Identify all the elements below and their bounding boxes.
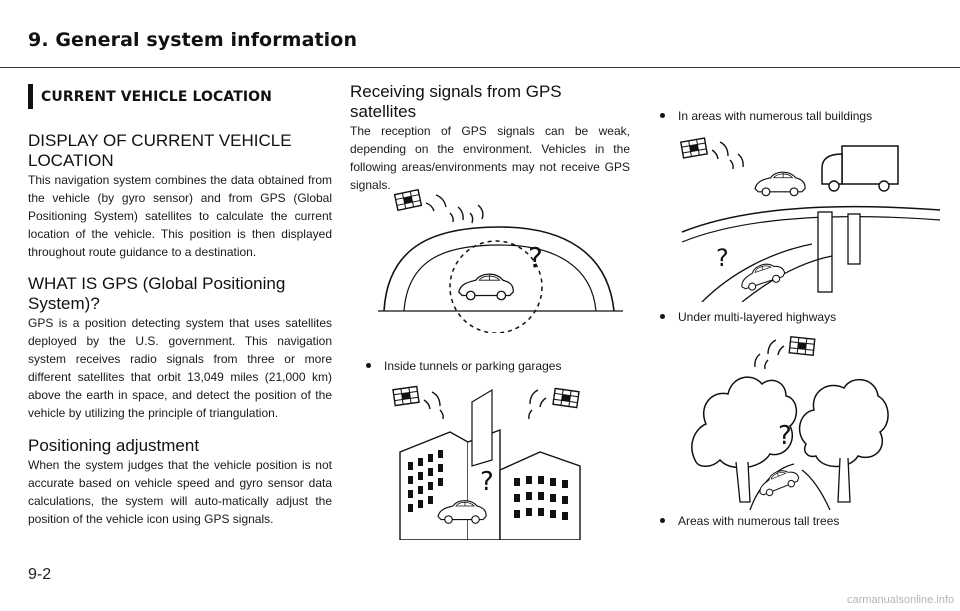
truck-icon [821, 145, 899, 192]
paragraph-display-location: This navigation system combines the data… [28, 173, 332, 259]
tall-buildings-illustration: ? [392, 385, 581, 540]
bullet-icon [660, 113, 665, 118]
bullet-icon [660, 518, 665, 523]
bullet-text-trees: Areas with numerous tall trees [678, 514, 840, 528]
question-mark-icon: ? [778, 421, 792, 451]
section-header: CURRENT VEHICLE LOCATION [28, 84, 332, 109]
page-header-title: 9. General system information [28, 29, 358, 51]
column-middle: Receiving signals from GPS satellites Th… [350, 82, 630, 194]
car-icon [754, 464, 802, 500]
car-icon [754, 171, 806, 197]
heading-display-location: DISPLAY OF CURRENT VEHICLE LOCATION [28, 131, 292, 170]
bullet-text-buildings: In areas with numerous tall buildings [678, 109, 873, 123]
page-number: 9-2 [28, 566, 52, 583]
paragraph-positioning-adjustment: When the system judges that the vehicle … [28, 458, 332, 526]
tunnel-illustration: ? [378, 188, 623, 333]
bullet-text-highways: Under multi-layered highways [678, 310, 837, 324]
tall-trees-illustration: ? [691, 336, 889, 510]
satellite-icon [392, 385, 420, 407]
header-divider [0, 67, 960, 68]
question-mark-icon: ? [716, 244, 729, 272]
bullet-icon [366, 363, 371, 368]
heading-positioning-adjustment: Positioning adjustment [28, 436, 200, 455]
section-title: CURRENT VEHICLE LOCATION [41, 89, 272, 105]
question-mark-icon: ? [480, 467, 494, 497]
column-left: CURRENT VEHICLE LOCATION DISPLAY OF CURR… [28, 82, 332, 528]
watermark: carmanualsonline.info [846, 594, 954, 606]
paragraph-what-is-gps: GPS is a position detecting system that … [28, 316, 332, 420]
satellite-icon [393, 188, 423, 212]
bullet-icon [660, 314, 665, 319]
heading-receiving-signals: Receiving signals from GPS satellites [350, 82, 562, 121]
satellite-icon [788, 336, 816, 356]
question-mark-icon: ? [528, 241, 543, 274]
satellite-icon [680, 137, 708, 159]
bullet-text-tunnels: Inside tunnels or parking garages [384, 359, 562, 373]
paragraph-receiving-signals: The reception of GPS signals can be weak… [350, 124, 630, 192]
multi-layered-highway-illustration: ? [680, 137, 940, 302]
satellite-icon [552, 387, 580, 409]
car-icon [458, 273, 514, 301]
section-marker-bar [28, 84, 33, 109]
heading-what-is-gps: WHAT IS GPS (Global Positioning System)? [28, 274, 286, 313]
